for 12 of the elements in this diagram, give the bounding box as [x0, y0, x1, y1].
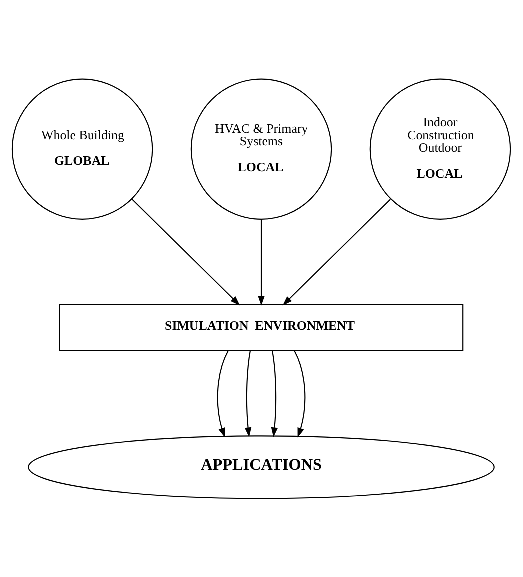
node-ellipse: APPLICATIONS [28, 435, 495, 499]
node-box: SIMULATION ENVIRONMENT [59, 304, 464, 352]
arrow [271, 350, 278, 437]
node-circle: HVAC & Primary Systems LOCAL [190, 78, 332, 220]
arrow [217, 350, 229, 438]
node-circle: Whole Building GLOBAL [12, 78, 154, 220]
arrow [132, 198, 240, 306]
arrow [244, 350, 252, 437]
arrow [282, 198, 391, 306]
node-circle: Indoor Construction Outdoor LOCAL [370, 78, 512, 220]
arrow [294, 350, 306, 438]
arrow [258, 219, 265, 306]
